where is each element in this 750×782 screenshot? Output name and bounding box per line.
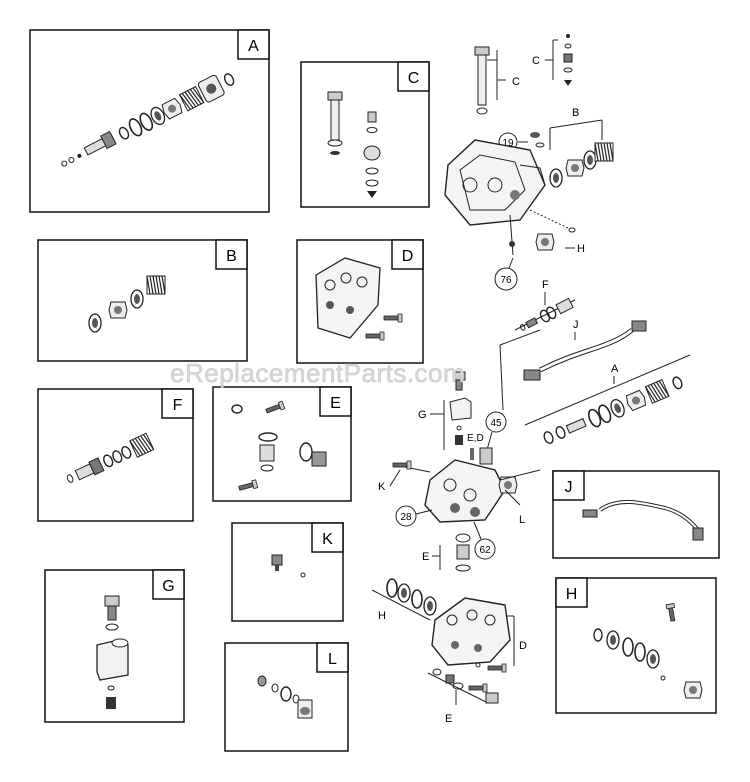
detail-box-j: J xyxy=(552,470,720,559)
callout-g-mid: G xyxy=(418,409,427,421)
callout-circle-19: 19 xyxy=(502,138,514,149)
callout-f-mid: F xyxy=(542,279,549,291)
manifold-assembly: F J G E,D 45 A xyxy=(378,279,691,560)
callout-c-right: C xyxy=(532,55,540,67)
box-label-c: C xyxy=(408,70,420,87)
callout-a-mid: A xyxy=(611,363,619,375)
box-label-d: D xyxy=(402,248,414,265)
detail-box-l: L xyxy=(224,642,349,752)
box-label-f: F xyxy=(173,397,183,414)
callout-j-mid: J xyxy=(573,319,579,331)
callout-h-top: H xyxy=(577,243,585,255)
detail-box-e: E xyxy=(212,386,352,502)
box-label-b: B xyxy=(226,248,237,265)
callout-d-low: D xyxy=(519,640,527,652)
box-label-a: A xyxy=(248,38,259,55)
callout-ed-mid: E,D xyxy=(467,433,484,444)
callout-b-top: B xyxy=(572,107,579,119)
detail-box-d: D xyxy=(296,239,424,364)
box-label-l: L xyxy=(328,651,337,668)
callout-c-top: C xyxy=(512,76,520,88)
box-label-e: E xyxy=(330,395,341,412)
detail-box-b: B xyxy=(37,239,248,362)
box-label-k: K xyxy=(322,531,333,548)
pump-assembly-upper: C C B 19 H 76 xyxy=(444,34,614,291)
callout-e-low: E xyxy=(422,551,429,563)
callout-circle-45: 45 xyxy=(490,418,502,429)
detail-box-c: C xyxy=(300,61,430,208)
callout-circle-62: 62 xyxy=(479,545,491,556)
pump-assembly-lower: E H D E xyxy=(371,533,527,725)
callout-circle-28: 28 xyxy=(400,512,412,523)
callout-e-bottom: E xyxy=(445,713,452,725)
box-label-h: H xyxy=(566,586,578,603)
callout-k-mid: K xyxy=(378,481,386,493)
callout-circle-76: 76 xyxy=(500,275,512,286)
box-label-j: J xyxy=(565,479,573,496)
detail-box-a: A xyxy=(29,29,270,213)
detail-box-k: K xyxy=(231,522,344,622)
box-label-g: G xyxy=(162,578,174,595)
callout-h-low: H xyxy=(378,610,386,622)
detail-box-g: G xyxy=(44,569,185,723)
callout-l-mid: L xyxy=(519,514,525,526)
detail-box-h: H xyxy=(555,577,717,714)
detail-box-f: F xyxy=(37,388,194,522)
